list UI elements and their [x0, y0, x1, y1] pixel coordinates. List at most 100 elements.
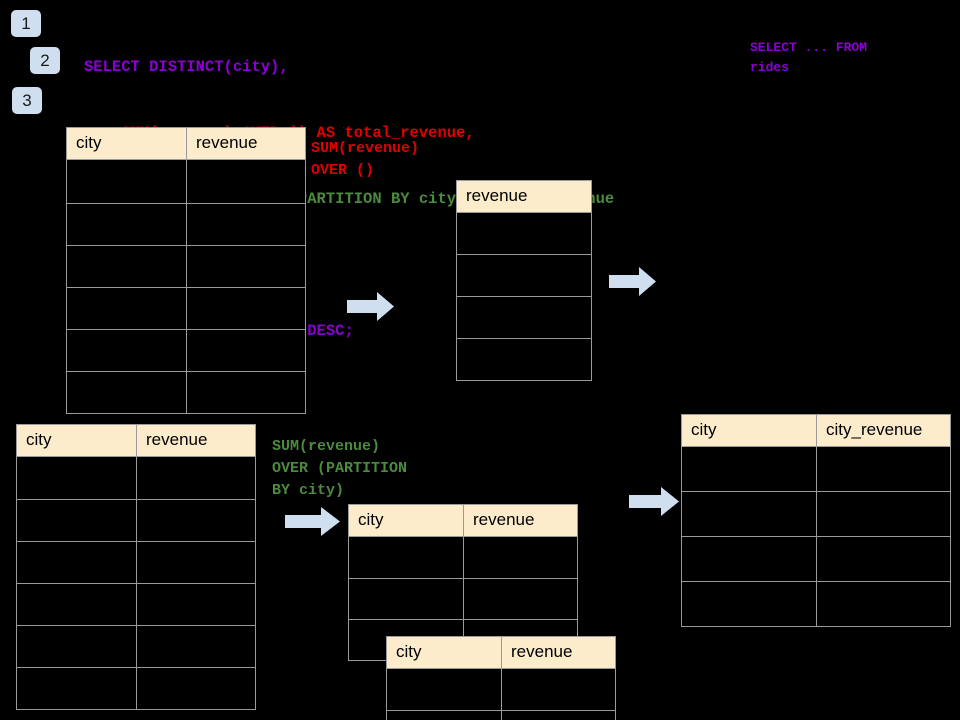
arrow-partition-to-result	[629, 487, 679, 516]
column-header-revenue: revenue	[456, 180, 592, 213]
table-header-row: revenue	[456, 180, 592, 213]
table-row	[681, 491, 951, 537]
table-row	[348, 578, 578, 620]
table-row	[681, 536, 951, 582]
cell-revenue	[463, 536, 578, 579]
cell-city-revenue	[816, 581, 951, 627]
cell-city	[348, 578, 464, 620]
cell-city	[66, 203, 187, 246]
cell-city	[16, 625, 137, 668]
sql-line-select: SELECT DISTINCT(city),	[84, 58, 289, 76]
table-row	[66, 329, 306, 372]
cell-city-revenue	[816, 536, 951, 582]
table-result: city city_revenue	[681, 414, 951, 627]
arrow-rides-to-total	[347, 292, 394, 321]
cell-city	[16, 499, 137, 542]
column-header-city: city	[681, 414, 817, 447]
cell-city	[681, 536, 817, 582]
cell-revenue	[186, 245, 306, 288]
cell-city	[66, 287, 187, 330]
table-total-revenue: revenue	[456, 180, 592, 381]
cell-city	[66, 329, 187, 372]
table-header-row: city revenue	[386, 636, 616, 669]
table-rides-top: city revenue	[66, 127, 306, 414]
table-row	[456, 254, 592, 297]
cell-revenue	[186, 287, 306, 330]
table-row	[66, 203, 306, 246]
table-header-row: city revenue	[66, 127, 306, 160]
cell-city	[681, 581, 817, 627]
cell-revenue	[136, 667, 256, 710]
cell-city	[348, 536, 464, 579]
cell-revenue	[463, 578, 578, 620]
table-row	[16, 583, 256, 626]
cell-revenue	[136, 499, 256, 542]
cell-city	[386, 668, 502, 711]
column-header-city: city	[16, 424, 137, 457]
cell-city	[16, 456, 137, 500]
table-partition-b: city revenue	[386, 636, 616, 720]
cell-revenue	[456, 296, 592, 339]
table-row	[348, 536, 578, 579]
table-row	[16, 667, 256, 710]
table-row	[456, 296, 592, 339]
table-row	[681, 446, 951, 492]
column-header-revenue: revenue	[463, 504, 578, 537]
column-header-city: city	[386, 636, 502, 669]
annotation-total-revenue: SUM(revenue) OVER ()	[311, 140, 420, 179]
cell-city-revenue	[816, 446, 951, 492]
table-row	[456, 338, 592, 381]
cell-city-revenue	[816, 491, 951, 537]
table-row	[681, 581, 951, 627]
sql-side-note: SELECT ... FROM rides	[750, 40, 868, 75]
cell-revenue	[186, 159, 306, 204]
cell-revenue	[456, 254, 592, 297]
cell-city	[66, 371, 187, 414]
step-badge-3: 3	[12, 87, 42, 114]
table-row	[386, 668, 616, 711]
column-header-city-revenue: city_revenue	[816, 414, 951, 447]
table-row	[66, 159, 306, 204]
cell-city	[681, 446, 817, 492]
cell-revenue	[456, 338, 592, 381]
cell-city	[386, 710, 502, 720]
cell-city	[16, 541, 137, 584]
column-header-city: city	[66, 127, 187, 160]
table-row	[456, 212, 592, 255]
table-row	[16, 456, 256, 500]
column-header-city: city	[348, 504, 464, 537]
arrow-rides-to-partition	[285, 507, 340, 536]
table-row	[386, 710, 616, 720]
cell-revenue	[501, 710, 616, 720]
table-header-row: city revenue	[348, 504, 578, 537]
table-row	[16, 625, 256, 668]
cell-city	[16, 583, 137, 626]
cell-city	[681, 491, 817, 537]
table-row	[16, 541, 256, 584]
step-badge-1: 1	[11, 10, 41, 37]
cell-revenue	[136, 456, 256, 500]
column-header-revenue: revenue	[186, 127, 306, 160]
cell-revenue	[136, 541, 256, 584]
column-header-revenue: revenue	[501, 636, 616, 669]
table-row	[16, 499, 256, 542]
table-header-row: city city_revenue	[681, 414, 951, 447]
cell-city	[16, 667, 137, 710]
table-rides-bottom: city revenue	[16, 424, 256, 710]
table-row	[66, 371, 306, 414]
table-row	[66, 287, 306, 330]
cell-revenue	[136, 625, 256, 668]
cell-revenue	[186, 371, 306, 414]
cell-city	[66, 245, 187, 288]
table-header-row: city revenue	[16, 424, 256, 457]
step-badge-2: 2	[30, 47, 60, 74]
cell-revenue	[136, 583, 256, 626]
arrow-total-to-result	[609, 267, 656, 296]
cell-revenue	[501, 668, 616, 711]
cell-city	[66, 159, 187, 204]
table-partition-a: city revenue	[348, 504, 578, 661]
column-header-revenue: revenue	[136, 424, 256, 457]
table-row	[66, 245, 306, 288]
cell-revenue	[456, 212, 592, 255]
